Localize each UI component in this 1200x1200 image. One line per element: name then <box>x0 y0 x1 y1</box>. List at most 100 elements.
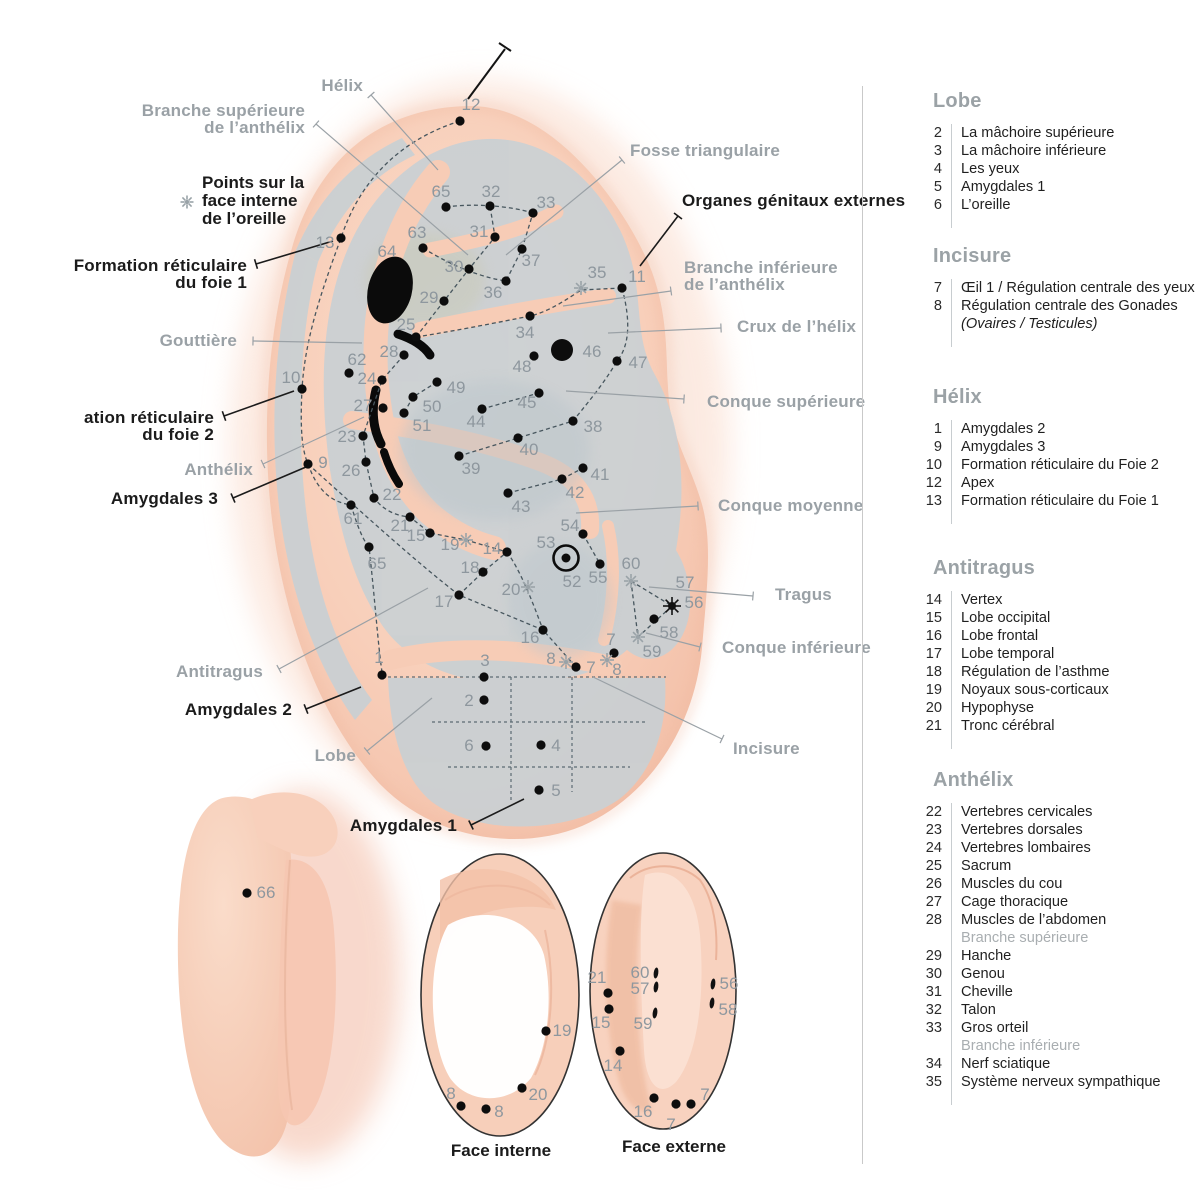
point-41-42: 41 <box>578 463 609 484</box>
legend-item-number: 14 <box>902 591 952 609</box>
point-49-50: 49 <box>432 377 465 397</box>
externe-point-14-2: 14 <box>604 1046 625 1075</box>
legend-item-number: 34 <box>902 1055 952 1073</box>
point-number: 7 <box>700 1085 709 1104</box>
point-number: 60 <box>622 554 641 573</box>
externe-point-15-1: 15 <box>592 1004 614 1032</box>
legend-subhead-row: Branche inférieure <box>902 1037 1198 1055</box>
point-number: 60 <box>631 963 650 982</box>
point-number: 58 <box>719 1000 738 1019</box>
region-label-fosse: Fosse triangulaire <box>630 141 780 160</box>
legend-item-label: Cage thoracique <box>961 894 1069 910</box>
point-9-10: 9 <box>303 453 328 472</box>
point-2-1: 2 <box>464 691 489 710</box>
point-number: 31 <box>470 222 489 241</box>
point-number: 34 <box>516 323 535 342</box>
point-number: 65 <box>368 554 387 573</box>
concha-shading <box>400 380 590 520</box>
point-number: 15 <box>407 526 426 545</box>
point-3-2: 3 <box>479 651 490 682</box>
point-54-55: 54 <box>561 516 588 539</box>
point-55-56: 55 <box>589 559 608 587</box>
point-14-15: 14 <box>483 539 512 558</box>
point-66-68: 66 <box>242 883 275 902</box>
point-number: 29 <box>420 288 439 307</box>
point-number: 50 <box>423 397 442 416</box>
point-number: 45 <box>518 393 537 412</box>
legend-item-label: Amygdales 2 <box>961 421 1046 437</box>
point-63-64: 63 <box>408 223 428 253</box>
legend-rule-tail <box>902 735 1198 749</box>
legend-item-number: 1 <box>902 420 952 438</box>
legend-item-number: 21 <box>902 717 952 735</box>
legend-item-number: 10 <box>902 456 952 474</box>
legend-item-number: 31 <box>902 983 952 1001</box>
externe-point-7-5: 7 <box>686 1085 710 1109</box>
apex-needle <box>467 42 512 100</box>
point-number: 6 <box>464 736 473 755</box>
point-number: 22 <box>383 485 402 504</box>
point-number: 8 <box>446 1084 455 1103</box>
point-27-28: 27 <box>354 396 388 415</box>
region-label-amygdales2: Amygdales 2 <box>185 700 292 719</box>
legend-rule-tail <box>902 1091 1198 1105</box>
point-number: 39 <box>462 459 481 478</box>
point-52-53: 52 <box>563 572 582 591</box>
point-18-19: 18 <box>461 558 488 577</box>
caption-face_interne: Face interne <box>451 1141 551 1160</box>
region-label-amygdales3: Amygdales 3 <box>111 489 218 508</box>
point-42-43: 42 <box>557 474 584 502</box>
legend-item-number: 6 <box>902 196 952 214</box>
point-number: 65 <box>432 182 451 201</box>
legend-item-label: Muscles de l’abdomen <box>961 912 1107 928</box>
point-30-31: 30 <box>445 257 474 276</box>
legend-item-number: 3 <box>902 142 952 160</box>
legend-rule-tail <box>902 214 1198 228</box>
legend-item-label: Système nerveux sympathique <box>961 1074 1161 1090</box>
legend-item-number: 26 <box>902 875 952 893</box>
legend-item-label: Apex <box>961 475 995 491</box>
point-44-45: 44 <box>467 404 487 431</box>
vertical-divider <box>862 86 863 1164</box>
leader-lines <box>221 91 754 830</box>
point-number: 46 <box>583 342 602 361</box>
externe-point-56-9: 56 <box>710 974 738 993</box>
point-number: 8 <box>546 649 555 668</box>
point-60-61: 60 <box>622 554 641 588</box>
legend-item-number: 35 <box>902 1073 952 1091</box>
lobe-grid <box>388 676 666 802</box>
legend-item-number: 16 <box>902 627 952 645</box>
point-29-30: 29 <box>420 288 449 307</box>
point-62-63: 62 <box>344 350 366 378</box>
point-23-24: 23 <box>338 427 368 446</box>
legend-item-label: Régulation centrale des Gonades(Ovaires … <box>961 298 1178 332</box>
point-number: 55 <box>589 568 608 587</box>
legend-item-number: 17 <box>902 645 952 663</box>
point-number: 48 <box>513 357 532 376</box>
point-48-49: 48 <box>513 351 539 376</box>
point-number: 7 <box>666 1115 675 1134</box>
legend-item-label: Vertebres dorsales <box>961 822 1083 838</box>
point-number: 7 <box>606 630 615 649</box>
point-number: 5 <box>551 781 560 800</box>
legend-item-label: Sacrum <box>961 858 1012 874</box>
legend-section-title: Lobe <box>933 90 982 112</box>
point-6-5: 6 <box>464 736 491 755</box>
legend-item-label: La mâchoire inférieure <box>961 143 1107 159</box>
